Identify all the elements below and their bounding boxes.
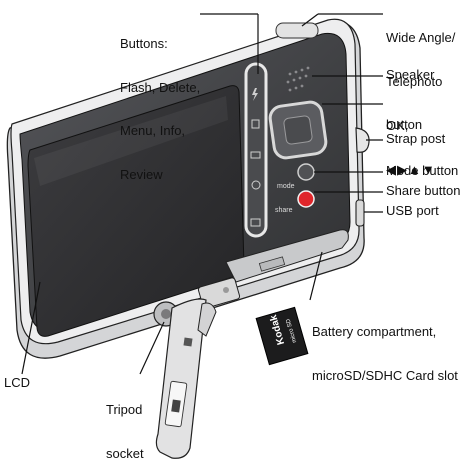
battery-latch: [258, 256, 286, 272]
wide-angle-label-line: Wide Angle/: [386, 30, 456, 45]
tripod-label-line: Tripod: [106, 402, 143, 417]
review-button-icon: [250, 218, 261, 227]
wide-angle-label-line: Telephoto: [386, 73, 443, 89]
buttons-label-line: Menu, Info,: [120, 123, 186, 138]
door-hinge: [197, 277, 241, 309]
share-button-text: share: [275, 207, 293, 214]
battery-label-line: microSD/SDHC Card slot: [312, 367, 458, 383]
lcd-highlight: [34, 96, 228, 186]
info-button-icon: [251, 180, 261, 190]
microsd-card: Kodak micro SD: [255, 306, 309, 366]
flash-button-icon: [252, 88, 258, 101]
lcd-label: LCD: [4, 375, 31, 390]
share-button: [297, 190, 315, 208]
ok-label: OK, ◀▶▲▼: [386, 90, 436, 192]
camera-diagram: mode share Kodak micro SD Buttons:: [4, 2, 461, 460]
delete-button-icon: [251, 119, 260, 129]
share-button-label: Share button: [386, 183, 461, 198]
strap-post-label: Strap post: [386, 131, 446, 146]
tripod-label-line: socket: [106, 445, 144, 461]
buttons-label-line: Buttons:: [120, 36, 168, 51]
button-strip: [244, 62, 268, 238]
tripod-label: Tripod socket: [106, 374, 144, 476]
buttons-label-line: Flash, Delete,: [120, 79, 201, 95]
usb-port-label: USB port: [386, 203, 439, 218]
ok-button: [283, 115, 313, 145]
mode-button-label: Mode button: [386, 163, 459, 178]
camera-illustration: mode share Kodak micro SD: [6, 13, 383, 459]
buttons-label: Buttons: Flash, Delete, Menu, Info, Revi…: [120, 8, 200, 197]
battery-compartment: [225, 229, 349, 283]
usb-door: [355, 199, 365, 227]
buttons-label-line: Review: [120, 166, 163, 182]
ok-arrows: ◀▶▲▼: [386, 161, 436, 177]
mode-button-text: mode: [277, 183, 295, 190]
speaker-grille: [286, 66, 310, 92]
ok-label-text: OK,: [386, 118, 409, 133]
battery-label-line: Battery compartment,: [312, 324, 437, 339]
strap-post: [355, 127, 370, 153]
mode-button: [297, 163, 315, 181]
door-latch-arm: [197, 302, 217, 337]
battery-label: Battery compartment, microSD/SDHC Card s…: [312, 296, 458, 398]
zoom-lever: [275, 22, 319, 39]
wide-angle-label: Wide Angle/ Telephoto button: [386, 2, 455, 147]
menu-button-icon: [250, 151, 261, 159]
wide-angle-label-line: button: [386, 117, 423, 132]
leader-lines: [21, 13, 383, 375]
speaker-label: Speaker: [386, 67, 435, 82]
